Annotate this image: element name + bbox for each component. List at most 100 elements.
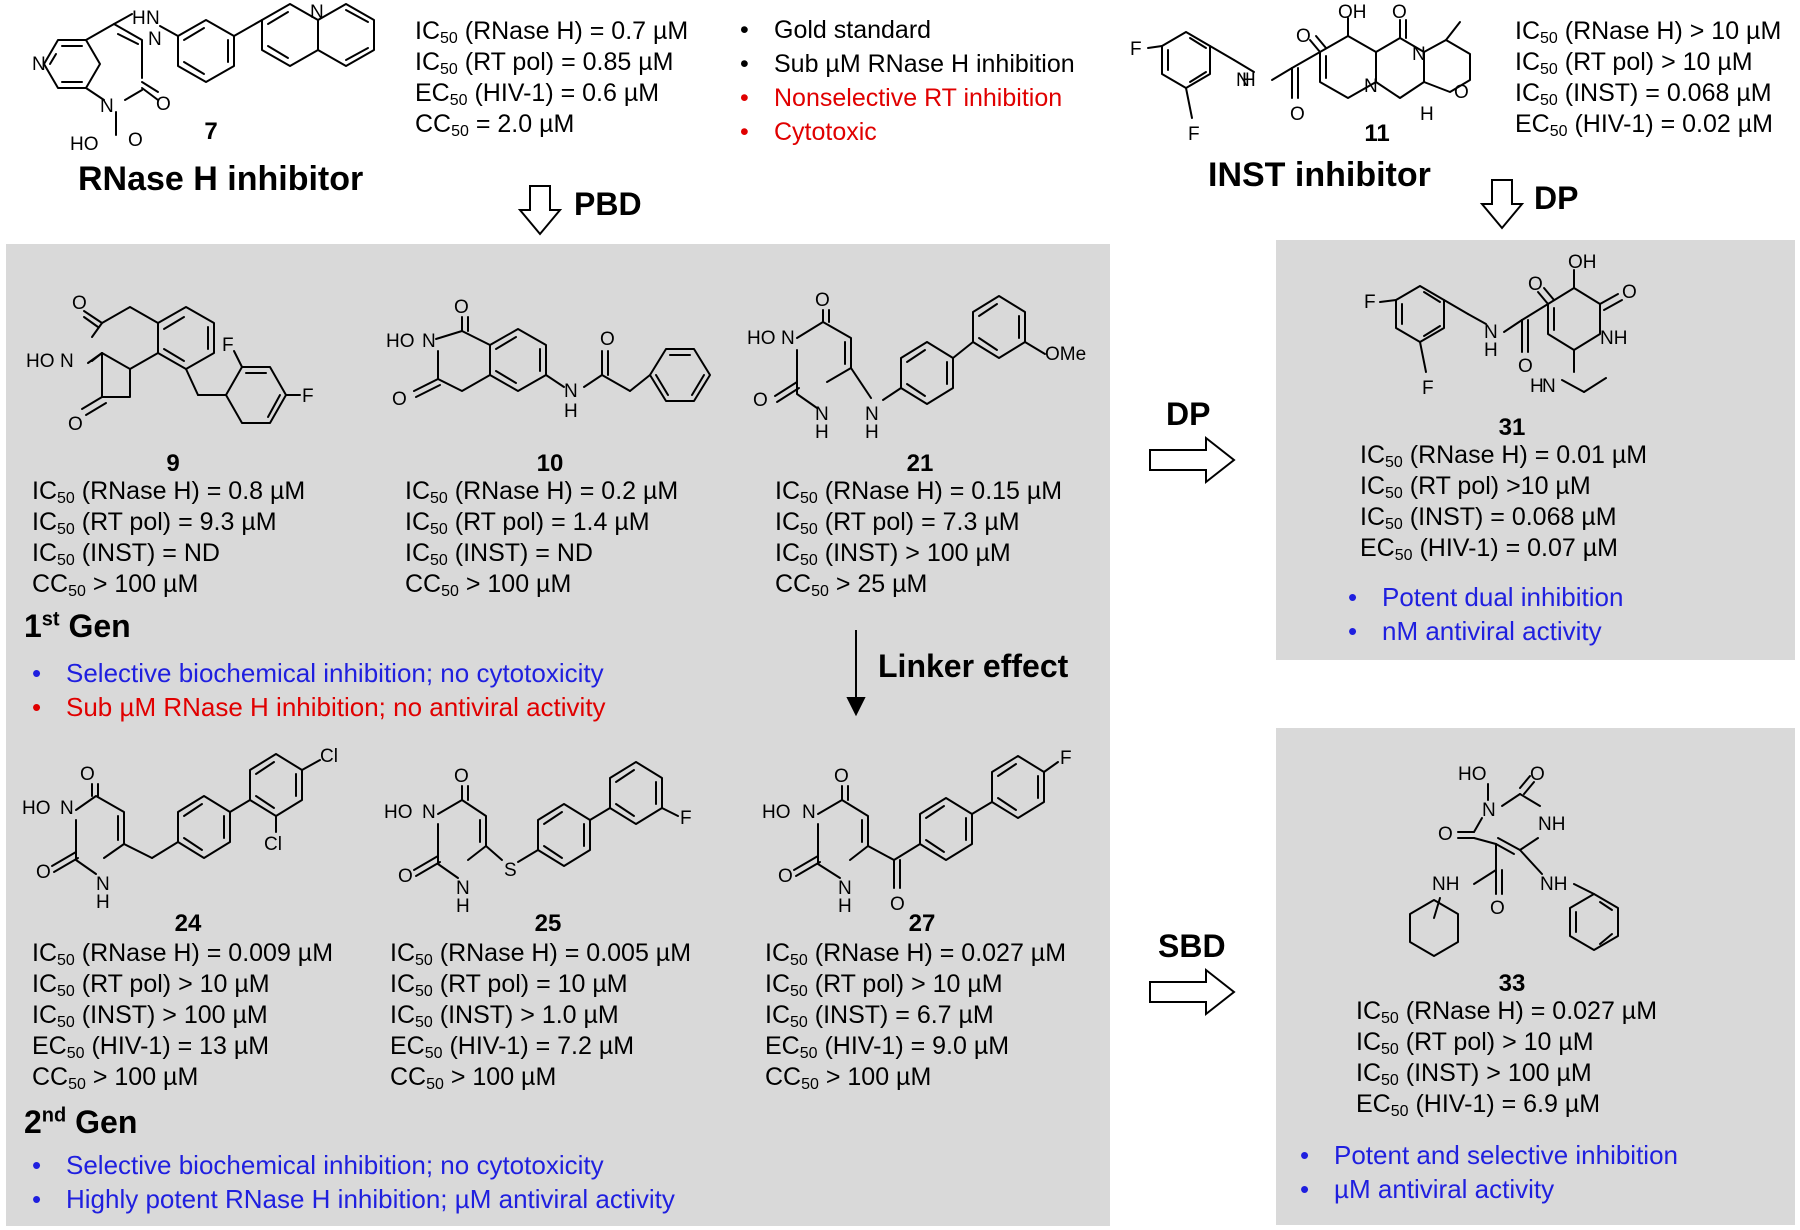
bullet-item: •nM antiviral activity	[1348, 616, 1602, 646]
svg-text:OH: OH	[1568, 252, 1597, 273]
pbd-arrow	[517, 185, 563, 236]
svg-text:HO: HO	[1458, 764, 1487, 785]
svg-text:O: O	[392, 389, 407, 410]
activity-line: IC50 (RT pol) > 10 µM	[1515, 48, 1753, 78]
svg-text:N: N	[146, 8, 160, 29]
svg-text:H: H	[815, 422, 829, 443]
svg-text:OMe: OMe	[1045, 344, 1086, 365]
activity-line: IC50 (RNase H) = 0.009 µM	[32, 939, 334, 969]
svg-text:O: O	[72, 293, 87, 314]
activity-line: CC50 > 100 µM	[32, 1063, 199, 1093]
compound-7-role: RNase H inhibitor	[78, 160, 364, 198]
compound-21-structure: O HO N O N H N H OMe	[747, 290, 1086, 443]
activity-line: IC50 (INST) = 0.068 µM	[1360, 503, 1617, 533]
svg-text:H: H	[838, 896, 852, 917]
svg-text:H: H	[1420, 104, 1434, 125]
compound-10-id: 10	[536, 450, 564, 477]
svg-text:HO: HO	[762, 802, 791, 823]
compound-9-id: 9	[166, 450, 180, 477]
compound-27-id: 27	[908, 910, 936, 937]
activity-line: EC50 (HIV-1) = 9.0 µM	[765, 1032, 1010, 1062]
svg-text:HO: HO	[747, 328, 776, 349]
svg-text:O: O	[156, 94, 171, 115]
svg-text:N: N	[60, 351, 74, 372]
bullet-item: •Potent and selective inhibition	[1300, 1140, 1679, 1170]
activity-line: IC50 (INST) > 100 µM	[775, 539, 1011, 569]
activity-line: IC50 (RNase H) = 0.005 µM	[390, 939, 692, 969]
gen2-title: 2nd Gen	[24, 1104, 138, 1140]
svg-text:H: H	[1484, 340, 1498, 361]
compound-21-id: 21	[906, 450, 934, 477]
activity-line: IC50 (INST) = ND	[405, 539, 593, 569]
bullet-item: •Selective biochemical inhibition; no cy…	[32, 1150, 604, 1180]
svg-text:N: N	[32, 54, 46, 75]
svg-text:O: O	[68, 414, 83, 435]
compound-33-panel	[1276, 728, 1795, 1225]
svg-text:F: F	[1060, 748, 1072, 769]
svg-text:NH: NH	[1600, 328, 1627, 349]
svg-text:N: N	[802, 802, 816, 823]
activity-line: IC50 (RNase H) = 0.7 µM	[415, 17, 689, 47]
svg-text:N: N	[422, 331, 436, 352]
svg-text:N: N	[1412, 44, 1426, 65]
svg-text:F: F	[1188, 124, 1200, 145]
activity-line: IC50 (RT pol) > 10 µM	[32, 970, 270, 1000]
svg-text:O: O	[80, 764, 95, 785]
svg-text:N: N	[148, 29, 162, 50]
svg-text:N: N	[865, 404, 879, 425]
svg-text:O: O	[454, 297, 469, 318]
svg-text:O: O	[1622, 282, 1637, 303]
svg-text:N: N	[100, 96, 114, 117]
activity-line: IC50 (RT pol) = 0.85 µM	[415, 48, 674, 78]
svg-text:O: O	[890, 894, 905, 915]
svg-text:H: H	[1242, 70, 1256, 91]
compound-11-structure: F F N H O O OH O N N O H	[1130, 2, 1471, 145]
activity-line: CC50 > 100 µM	[405, 570, 572, 600]
svg-text:O: O	[1392, 2, 1407, 23]
gen2-bullets: •Selective biochemical inhibition; no cy…	[32, 1148, 675, 1216]
svg-text:H: H	[564, 401, 578, 422]
sbd-label: SBD	[1158, 928, 1226, 964]
compound-31-id: 31	[1498, 414, 1526, 441]
activity-line: IC50 (RNase H) = 0.2 µM	[405, 477, 679, 507]
svg-text:O: O	[1454, 82, 1469, 103]
activity-line: IC50 (RNase H) = 0.15 µM	[775, 477, 1063, 507]
svg-text:F: F	[1130, 39, 1142, 60]
bullet-item: •Sub µM RNase H inhibition	[740, 50, 1075, 78]
activity-line: IC50 (INST) = 6.7 µM	[765, 1001, 994, 1031]
svg-text:Cl: Cl	[320, 746, 338, 767]
hydroxyl-label: HO	[70, 134, 99, 155]
activity-line: EC50 (HIV-1) = 6.9 µM	[1356, 1090, 1601, 1120]
svg-text:NH: NH	[1538, 814, 1565, 835]
svg-text:H: H	[865, 422, 879, 443]
svg-text:O: O	[1296, 26, 1311, 47]
activity-line: IC50 (RNase H) > 10 µM	[1515, 17, 1782, 47]
activity-line: IC50 (RT pol) = 1.4 µM	[405, 508, 650, 538]
compound-33-id: 33	[1498, 970, 1526, 997]
svg-text:N: N	[422, 802, 436, 823]
sbd-arrow	[1149, 967, 1236, 1017]
svg-text:O: O	[1530, 764, 1545, 785]
activity-line: CC50 > 100 µM	[32, 570, 199, 600]
svg-text:O: O	[778, 866, 793, 887]
compound-7-id: 7	[204, 118, 218, 145]
compound-11-role: INST inhibitor	[1208, 156, 1431, 194]
svg-text:H: H	[132, 8, 146, 29]
svg-text:N: N	[838, 878, 852, 899]
activity-line: IC50 (INST) > 1.0 µM	[390, 1001, 619, 1031]
bullet-item: •Cytotoxic	[740, 118, 877, 146]
svg-text:F: F	[222, 335, 234, 356]
svg-text:HO: HO	[384, 802, 413, 823]
bullet-item: •Selective biochemical inhibition; no cy…	[32, 658, 604, 688]
svg-text:NH: NH	[1540, 874, 1567, 895]
activity-line: EC50 (HIV-1) = 0.07 µM	[1360, 534, 1618, 564]
svg-text:N: N	[564, 381, 578, 402]
svg-text:O: O	[815, 290, 830, 311]
activity-line: CC50 > 25 µM	[775, 570, 928, 600]
